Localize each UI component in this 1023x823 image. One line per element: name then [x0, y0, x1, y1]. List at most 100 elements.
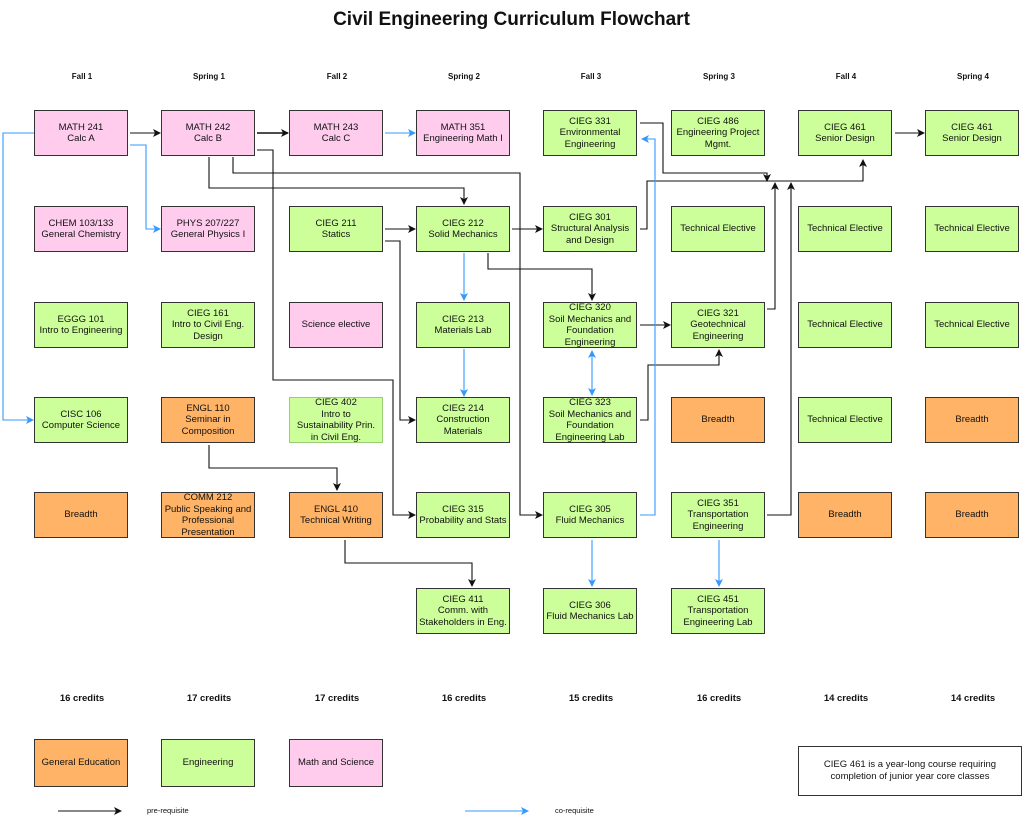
semester-header: Fall 4 — [835, 72, 857, 81]
semester-header: Spring 2 — [447, 72, 480, 81]
course-code: MATH 243 — [313, 121, 359, 133]
course-code: MATH 351 — [440, 121, 486, 133]
credits-label: 14 credits — [950, 693, 996, 704]
course-name: Breadth — [64, 509, 98, 521]
prereq-arrow — [208, 157, 468, 205]
course-name: Seminar in Composition — [181, 414, 235, 437]
coreq-arrow — [640, 135, 656, 516]
course-box[interactable]: Technical Elective — [925, 206, 1019, 252]
course-box[interactable]: Breadth — [925, 492, 1019, 538]
course-name: Comm. with Stakeholders in Eng. — [419, 605, 507, 628]
course-box[interactable]: Breadth — [671, 397, 765, 443]
course-box[interactable]: Technical Elective — [798, 397, 892, 443]
course-name: Fluid Mechanics Lab — [546, 611, 634, 622]
course-name: Technical Elective — [807, 319, 883, 331]
semester-header: Fall 3 — [580, 72, 602, 81]
course-code: CIEG 486 — [697, 115, 739, 127]
prereq-arrow — [208, 445, 341, 491]
course-box[interactable]: Breadth — [34, 492, 128, 538]
course-name: Geotechnical Engineering — [690, 319, 746, 342]
course-name: Soil Mechanics and Foundation Engineerin… — [548, 408, 632, 443]
course-box[interactable]: Breadth — [925, 397, 1019, 443]
course-box[interactable]: Technical Elective — [671, 206, 765, 252]
course-code: CIEG 315 — [442, 503, 484, 515]
course-name: Statics — [321, 229, 351, 240]
credits-label: 17 credits — [186, 693, 232, 704]
course-name: Calc A — [67, 133, 95, 144]
course-name: Calc B — [194, 133, 222, 144]
credits-label: 14 credits — [823, 693, 869, 704]
semester-header: Spring 4 — [956, 72, 989, 81]
course-name: General Chemistry — [41, 229, 121, 240]
course-name: Breadth — [828, 509, 862, 521]
course-name: Intro to Civil Eng. Design — [171, 319, 245, 342]
course-code: CIEG 411 — [442, 593, 484, 605]
credits-label: 16 credits — [59, 693, 105, 704]
course-box[interactable]: Technical Elective — [925, 302, 1019, 348]
course-name: Soil Mechanics and Foundation Engineerin… — [548, 313, 632, 348]
course-code: CIEG 323 — [569, 397, 611, 408]
course-name: Construction Materials — [436, 414, 490, 437]
course-code: CISC 106 — [60, 408, 102, 420]
prereq-arrow — [344, 540, 476, 587]
course-code: CIEG 212 — [442, 217, 484, 229]
semester-header: Fall 2 — [326, 72, 348, 81]
course-name: Transportation Engineering Lab — [683, 605, 753, 628]
course-code: CIEG 461 — [951, 121, 993, 133]
course-box[interactable]: Science elective — [289, 302, 383, 348]
course-name: Engineering — [182, 757, 234, 769]
course-box[interactable]: Technical Elective — [798, 302, 892, 348]
prereq-arrow — [640, 122, 771, 182]
course-box[interactable]: Breadth — [798, 492, 892, 538]
course-name: Fluid Mechanics — [555, 515, 625, 526]
course-name: Math and Science — [297, 757, 375, 769]
prereq-arrow — [640, 159, 867, 230]
course-name: Breadth — [701, 414, 735, 426]
course-code: CIEG 211 — [315, 217, 357, 229]
course-name: Technical Elective — [807, 414, 883, 426]
course-code: CIEG 306 — [569, 599, 611, 611]
senior-design-note: CIEG 461 is a year-long course requiring… — [798, 746, 1022, 796]
course-code: CIEG 402 — [315, 397, 357, 408]
semester-header: Spring 1 — [192, 72, 225, 81]
course-code: EGGG 101 — [57, 313, 105, 325]
course-name: Technical Elective — [934, 319, 1010, 331]
course-code: MATH 241 — [58, 121, 104, 133]
course-code: CIEG 320 — [569, 302, 611, 313]
prereq-arrow — [640, 349, 723, 421]
course-name: Technical Writing — [300, 515, 372, 526]
course-name: Public Speaking and Professional Present… — [164, 503, 252, 538]
course-box[interactable]: Technical Elective — [798, 206, 892, 252]
